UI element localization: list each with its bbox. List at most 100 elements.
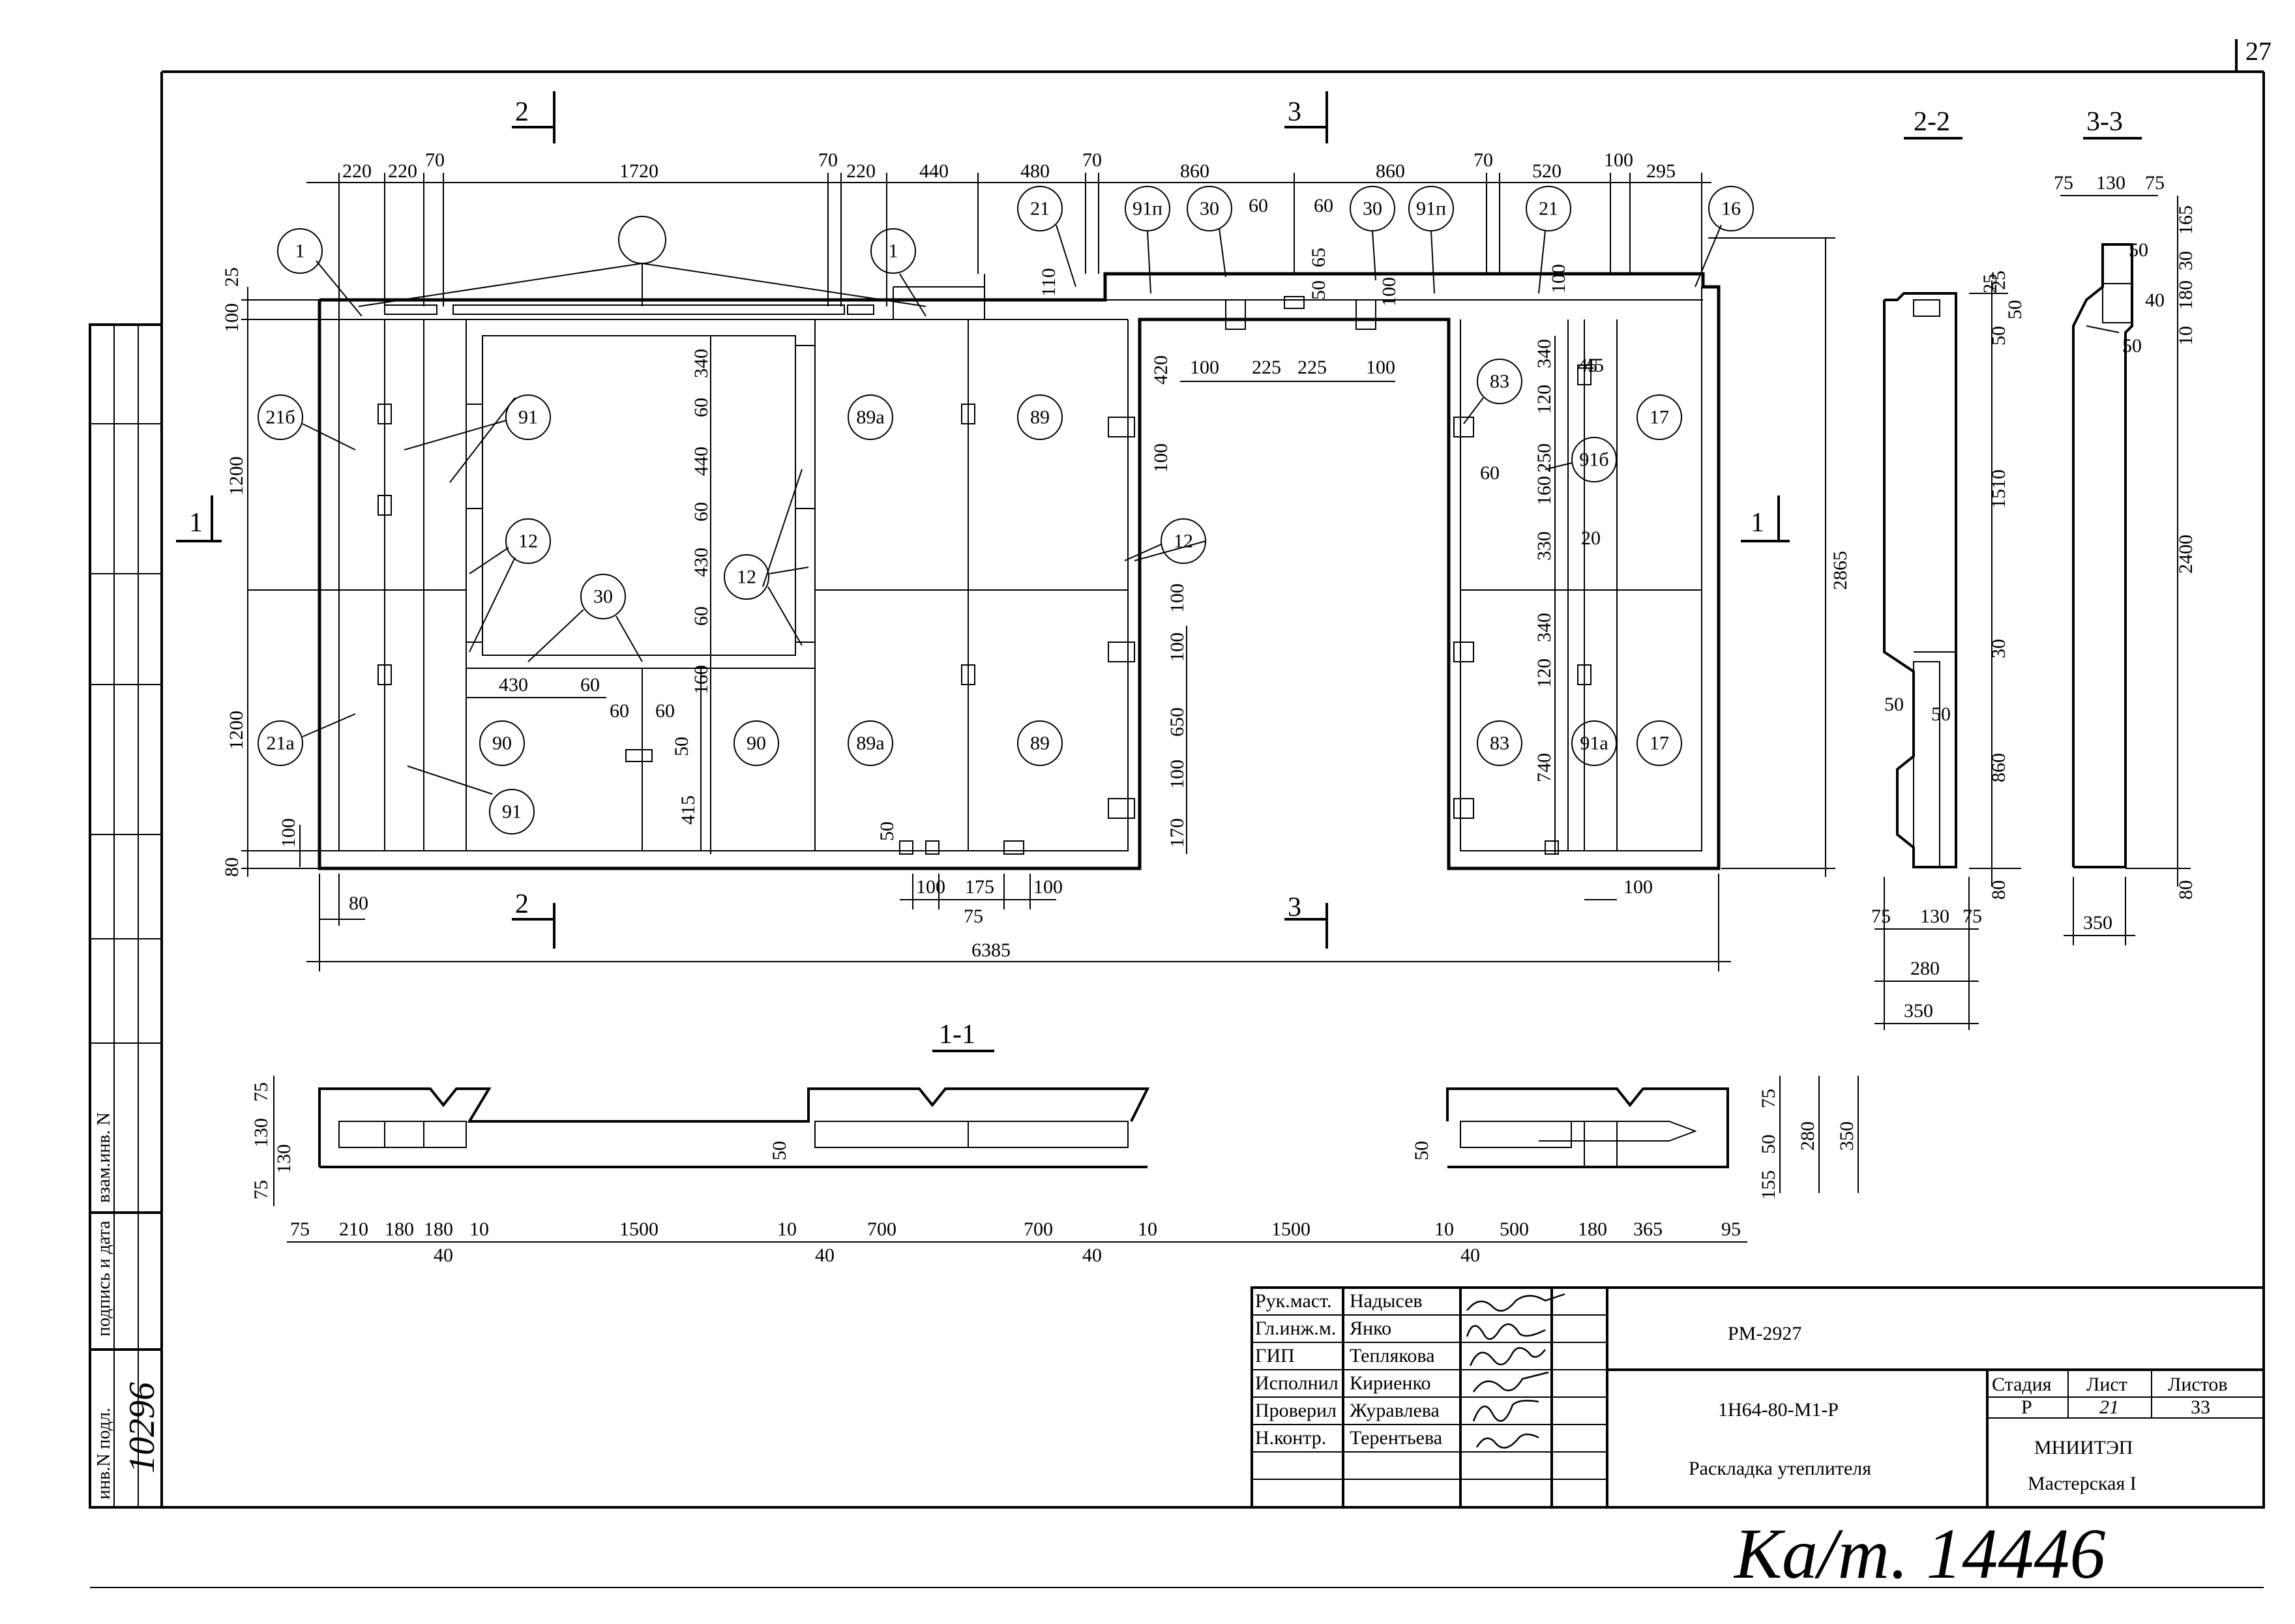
dim-label: 100 xyxy=(1366,357,1395,378)
dim-label: 1510 xyxy=(1988,469,2009,509)
dim-label: 175 xyxy=(965,876,994,898)
signatures xyxy=(1466,1293,1565,1449)
callout-label: 89а xyxy=(856,407,884,428)
dim-label: 75 xyxy=(250,1082,272,1102)
dim-label: 100 xyxy=(1150,443,1172,473)
section-2-bottom: 2 xyxy=(515,889,529,919)
dim-label: 280 xyxy=(1797,1121,1818,1151)
side-stamp: инв.N подл. подпись и дата взам.инв. N 1… xyxy=(89,323,163,1509)
dim-label: 100 xyxy=(1378,277,1400,306)
dim-label: 50 xyxy=(1758,1134,1779,1154)
role-label: ГИП xyxy=(1255,1345,1295,1366)
dim-label: 1200 xyxy=(226,456,247,495)
role-label: Гл.инж.м. xyxy=(1255,1318,1336,1339)
dim-label: 860 xyxy=(1180,160,1209,182)
dim-label: 225 xyxy=(1297,357,1327,378)
dim-label: 1200 xyxy=(226,711,247,750)
dim-label: 100 xyxy=(1166,583,1188,613)
dim-label: 70 xyxy=(818,149,838,171)
dim-label: 440 xyxy=(919,160,949,182)
callout-label: 91 xyxy=(518,407,538,428)
sheet-value: 21 xyxy=(2099,1396,2119,1418)
dim-label: 740 xyxy=(1533,753,1555,782)
person-name: Терентьева xyxy=(1350,1427,1442,1449)
callout-label: 12 xyxy=(737,567,756,588)
dim-label: 860 xyxy=(1988,753,2009,782)
dim-label: 10 xyxy=(1434,1218,1454,1240)
dim-label: 40 xyxy=(434,1245,453,1266)
person-name: Теплякова xyxy=(1350,1345,1434,1366)
section-1-right: 1 xyxy=(1751,508,1764,538)
dim-label: 30 xyxy=(2175,251,2197,271)
section-2-2: 2-2 25 50 50 1510 30 860 80 50 75 130 75… xyxy=(1871,107,2026,1030)
dim-label: 100 xyxy=(1166,760,1188,789)
person-name: Кириенко xyxy=(1350,1372,1431,1394)
dim-label: 80 xyxy=(1988,880,2009,900)
dim-label: 220 xyxy=(388,160,417,182)
dim-label: 350 xyxy=(1904,1000,1933,1022)
dim-label: 50 xyxy=(1884,694,1904,715)
callout-label: 1 xyxy=(889,241,898,262)
dim-label: 50 xyxy=(1988,326,2009,346)
dim-label: 100 xyxy=(1033,876,1063,898)
dim-label: 700 xyxy=(867,1218,896,1240)
callout-label: 21б xyxy=(265,407,295,428)
dim-label: 10 xyxy=(2175,326,2197,346)
dim-label: 165 xyxy=(2175,205,2197,235)
dim-label: 160 xyxy=(690,665,712,694)
dim-label: 1500 xyxy=(1271,1218,1310,1240)
dim-label: 350 xyxy=(1836,1121,1858,1151)
dim-label: 500 xyxy=(1500,1218,1529,1240)
dim-label: 75 xyxy=(290,1218,310,1240)
dim-label: 340 xyxy=(1533,613,1555,642)
dim-label: 180 xyxy=(385,1218,414,1240)
callout-label: 30 xyxy=(1363,198,1382,220)
dim-label: 2400 xyxy=(2175,535,2197,574)
role-label: Рук.маст. xyxy=(1255,1290,1332,1312)
role-label: Проверил xyxy=(1255,1400,1337,1421)
dim-label: 2865 xyxy=(1829,551,1851,590)
person-name: Журавлева xyxy=(1350,1400,1440,1421)
drawing-title: Раскладка утеплителя xyxy=(1689,1458,1871,1479)
project-code: РМ-2927 xyxy=(1728,1323,1801,1344)
dim-label: 100 xyxy=(1190,357,1219,378)
dim-label: 75 xyxy=(964,906,983,927)
department: Мастерская I xyxy=(2028,1473,2137,1494)
dim-label: 120 xyxy=(1533,658,1555,688)
sheet-page-number: 27 xyxy=(2245,37,2272,66)
sheet-header: Лист xyxy=(2086,1374,2127,1395)
dim-label: 50 xyxy=(2129,239,2148,261)
dim-label: 60 xyxy=(1480,462,1500,484)
dim-label: 1720 xyxy=(619,160,659,182)
callout-label: 90 xyxy=(492,733,512,754)
dim-label: 160 xyxy=(1533,476,1555,505)
dim-label: 50 xyxy=(876,821,898,841)
person-name: Надысев xyxy=(1350,1290,1423,1312)
dim-label: 100 xyxy=(221,303,243,332)
dim-label: 1500 xyxy=(619,1218,659,1240)
dim-label: 295 xyxy=(1646,160,1676,182)
dim-label: 430 xyxy=(690,548,712,577)
dim-label: 430 xyxy=(499,674,528,696)
dim-label: 50 xyxy=(769,1141,790,1160)
callout-label: 90 xyxy=(747,733,766,754)
dim-label: 65 xyxy=(1308,248,1329,267)
dim-label: 280 xyxy=(1910,958,1940,979)
callout-label: 91п xyxy=(1416,198,1446,220)
left-dimension-line: 100 25 1200 1200 100 80 xyxy=(221,267,339,877)
dim-label: 60 xyxy=(580,674,600,696)
dim-label: 520 xyxy=(1532,160,1562,182)
dim-label: 75 xyxy=(1871,906,1891,927)
section-3-bottom: 3 xyxy=(1288,893,1301,923)
dim-label: 50 xyxy=(2122,335,2142,357)
callout-circles: 1 1 21 91п 30 30 91п 21 16 21б 91 12 89а… xyxy=(258,186,1754,834)
dim-label: 25 xyxy=(221,267,243,287)
dim-label: 6385 xyxy=(971,939,1011,961)
dim-label: 480 xyxy=(1020,160,1050,182)
dim-label: 180 xyxy=(1578,1218,1607,1240)
callout-label: 91п xyxy=(1133,198,1162,220)
dim-label: 70 xyxy=(425,149,445,171)
callout-label: 21а xyxy=(266,733,294,754)
dim-label: 120 xyxy=(1533,385,1555,414)
callout-label: 1 xyxy=(295,241,305,262)
